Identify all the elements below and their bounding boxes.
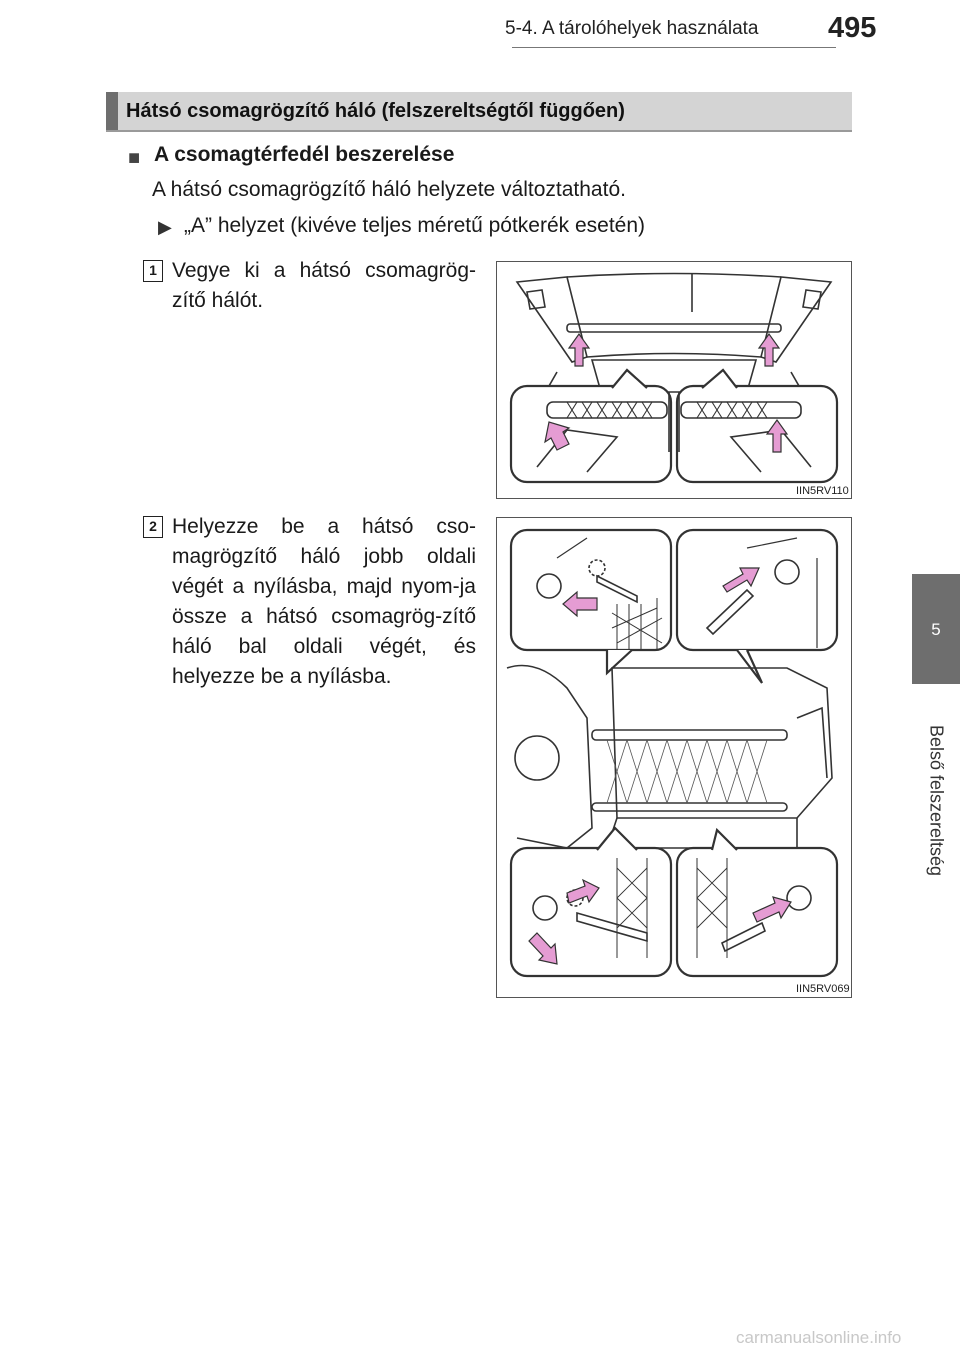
figure-remove-net	[496, 261, 852, 499]
section-title: Hátsó csomagrögzítő háló (felszereltségt…	[126, 100, 625, 122]
watermark: carmanualsonline.info	[736, 1328, 902, 1347]
position-text: „A” helyzet (kivéve teljes méretű pótker…	[184, 214, 646, 237]
square-bullet-icon: ■	[128, 147, 141, 169]
section-banner	[106, 92, 852, 130]
trunk-illustration-2	[506, 528, 839, 978]
intro-text: A hátsó csomagrögzítő háló helyzete vált…	[152, 178, 626, 201]
section-banner-accent	[106, 92, 118, 130]
chapter-tab-number: 5	[931, 620, 941, 639]
header-rule	[512, 47, 836, 48]
figure-install-net	[496, 517, 852, 998]
page-number: 495	[828, 12, 877, 44]
trunk-illustration-1	[509, 272, 839, 484]
step-number-1: 1	[143, 260, 163, 282]
step-text-2: Helyezze be a hátsó cso-magrögzítő háló …	[172, 515, 476, 688]
section-banner-rule	[106, 130, 852, 132]
triangle-bullet-icon: ▶	[158, 217, 172, 237]
running-header-section: 5-4. A tárolóhelyek használata	[505, 18, 759, 39]
chapter-tab-label: Belső felszereltség	[926, 724, 947, 877]
step-number-2: 2	[143, 516, 163, 538]
subsection-title: A csomagtérfedél beszerelése	[154, 143, 455, 166]
chapter-tab	[912, 574, 960, 684]
step-text-1: Vegye ki a hátsó csomagrög-zítő hálót.	[172, 259, 476, 312]
figure-code-2: IIN5RV069	[796, 983, 850, 995]
figure-code-1: IIN5RV110	[796, 485, 849, 497]
